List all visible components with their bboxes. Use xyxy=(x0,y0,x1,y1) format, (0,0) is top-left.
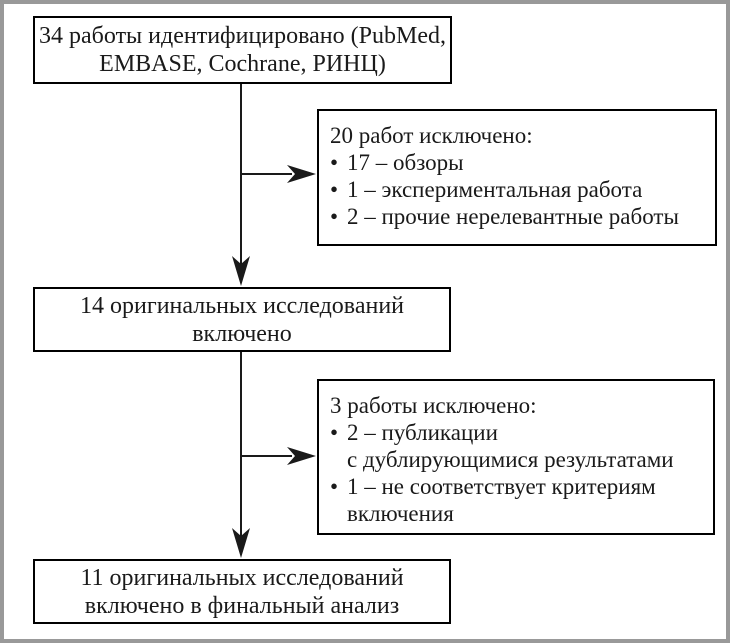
bullet-icon: • xyxy=(330,420,339,445)
excluded-box-1-item-text: 2 – прочие нерелевантные работы xyxy=(347,204,679,229)
right-arrow-1 xyxy=(287,165,316,183)
down-arrow-1 xyxy=(232,256,250,286)
included-studies-box: 14 оригинальных исследований включено xyxy=(33,287,451,352)
included-studies-line2: включено xyxy=(192,320,292,347)
final-analysis-line2: включено в финальный анализ xyxy=(84,592,400,619)
excluded-box-2: 3 работы исключено: • 2 – публикации с д… xyxy=(317,379,715,535)
excluded-box-2-item: • 2 – публикации с дублирующимися резуль… xyxy=(330,419,705,473)
final-analysis-line1: 11 оригинальных исследований xyxy=(80,564,404,591)
right-arrow-2 xyxy=(287,447,316,465)
excluded-box-1: 20 работ исключено: • 17 – обзоры • 1 – … xyxy=(317,109,717,246)
excluded-box-2-item-text: с дублирующимися результатами xyxy=(347,447,674,472)
bullet-icon: • xyxy=(330,204,339,229)
excluded-box-1-title: 20 работ исключено: xyxy=(330,123,533,148)
bullet-icon: • xyxy=(330,177,339,202)
bullet-icon: • xyxy=(330,474,339,499)
excluded-box-1-item-text: 17 – обзоры xyxy=(347,150,464,175)
excluded-box-1-item: • 17 – обзоры xyxy=(330,149,707,176)
identified-records-line1: 34 работы идентифицировано (PubMed, xyxy=(39,23,446,49)
identified-records-box: 34 работы идентифицировано (PubMed, EMBA… xyxy=(33,16,452,84)
down-arrow-2 xyxy=(232,528,250,558)
final-analysis-box: 11 оригинальных исследований включено в … xyxy=(33,559,451,624)
excluded-box-2-item-text: включения xyxy=(347,501,454,526)
bullet-icon: • xyxy=(330,150,339,175)
excluded-box-1-item: • 1 – экспериментальная работа xyxy=(330,176,707,203)
identified-records-line2: EMBASE, Cochrane, РИНЦ) xyxy=(99,51,386,77)
excluded-box-2-item: • 1 – не соответствует критериям включен… xyxy=(330,473,705,527)
excluded-box-1-item: • 2 – прочие нерелевантные работы xyxy=(330,203,707,230)
excluded-box-2-item-text: 2 – публикации xyxy=(347,420,498,445)
included-studies-line1: 14 оригинальных исследований xyxy=(80,292,404,319)
excluded-box-1-item-text: 1 – экспериментальная работа xyxy=(347,177,643,202)
excluded-box-2-item-text: 1 – не соответствует критериям xyxy=(347,474,656,499)
excluded-box-2-title: 3 работы исключено: xyxy=(330,393,537,418)
